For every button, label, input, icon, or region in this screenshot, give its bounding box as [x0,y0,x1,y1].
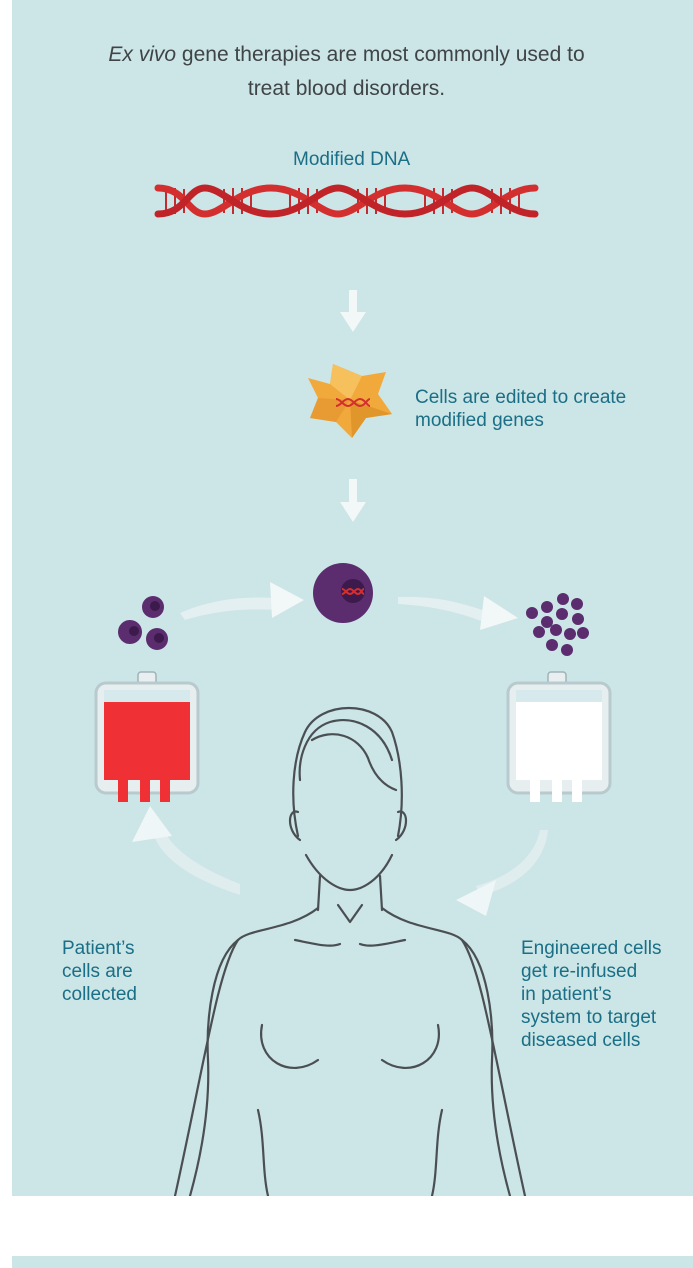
cells-collected-label: Patient’s cells are collected [62,937,137,1006]
cells-reinfused-line-4: system to target [521,1006,661,1029]
cells-reinfused-line-5: diseased cells [521,1029,661,1052]
cells-edited-line-1: Cells are edited to create [415,386,626,409]
arrow-to-editing-icon [180,582,304,620]
cells-collected-line-3: collected [62,983,137,1006]
modified-dna-label: Modified DNA [293,148,410,171]
engineered-cells-icon [526,593,589,656]
edited-cell-icon [308,364,392,438]
down-arrow-icon-2 [340,479,366,522]
cells-collected-line-1: Patient’s [62,937,137,960]
cells-edited-label: Cells are edited to create modified gene… [415,386,626,432]
patient-cells-icon [118,596,168,650]
arrow-collect-icon [132,806,240,895]
cells-reinfused-line-3: in patient’s [521,983,661,1006]
arrow-to-infusion-icon [398,596,518,630]
cells-collected-line-2: cells are [62,960,137,983]
bottom-strip [12,1256,693,1268]
cells-reinfused-line-1: Engineered cells [521,937,661,960]
cells-reinfused-label: Engineered cells get re-infused in patie… [521,937,661,1052]
patient-outline-icon [175,708,525,1196]
cells-reinfused-line-2: get re-infused [521,960,661,983]
dna-helix-icon [158,188,535,214]
infusion-bag-icon [508,672,610,802]
blood-bag-icon [96,672,198,802]
cells-edited-line-2: modified genes [415,409,626,432]
modified-cell-icon [313,563,373,623]
down-arrow-icon [340,290,366,332]
arrow-infuse-icon [456,830,548,916]
